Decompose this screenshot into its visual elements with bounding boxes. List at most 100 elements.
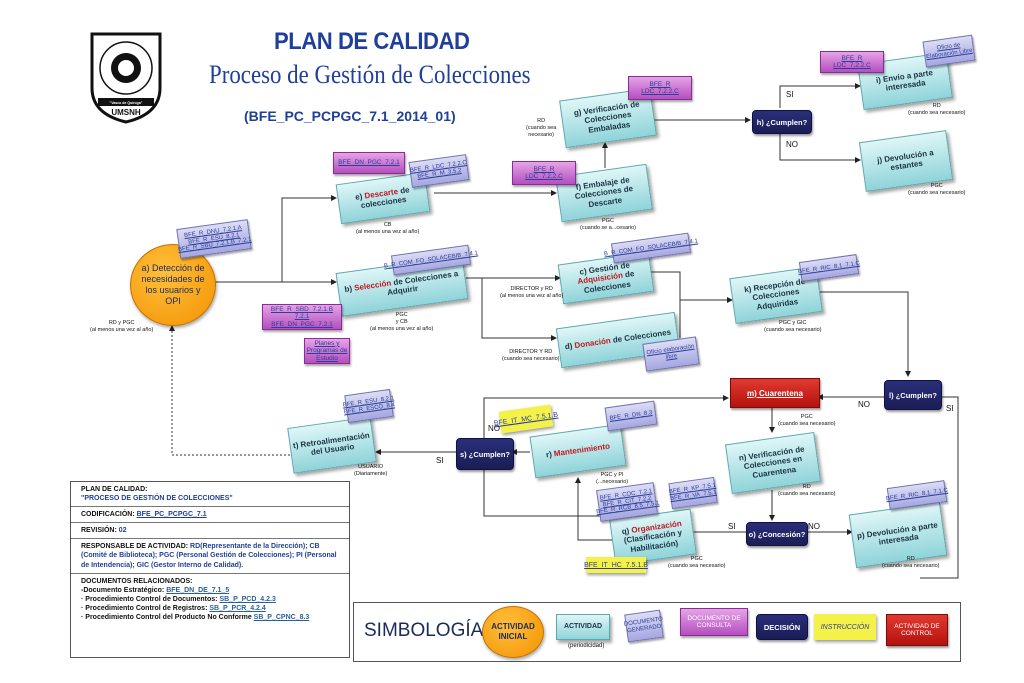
doc-e-line-1: BFE_DN_PGC_7.2.1 — [338, 159, 400, 167]
node-l-decision[interactable]: l) ¿Cumplen? — [884, 380, 942, 410]
label-l-si: SI — [946, 404, 954, 413]
note-r: PGC y PI(...necesario) — [596, 472, 628, 486]
info-rev-label: REVISIÓN: — [81, 527, 117, 535]
legend-decision: DECISIÓN — [756, 614, 808, 640]
doc-b-line-2: 7.2.1 — [294, 313, 310, 321]
doc-b-plans-label: Planes y Programas de Estudio — [306, 339, 348, 362]
note-q-line-2: (cuando sea necesario) — [668, 562, 726, 569]
info-doc1-text: -Documento Estratégico: — [81, 586, 167, 594]
label-o-no: NO — [808, 522, 820, 531]
info-docs-label: DOCUMENTOS RELACIONADOS: — [81, 577, 193, 585]
note-c-line-1: DIRECTOR y RD — [510, 286, 553, 292]
node-a-label: a) Detección de necesidades de los usuar… — [141, 263, 205, 306]
label-h-no: NO — [786, 140, 798, 149]
node-g-label: g) Verificación de Colecciones Embaladas — [573, 99, 641, 135]
note-q: PGC(cuando sea necesario) — [668, 556, 725, 570]
note-p: RD(cuando sea necesario) — [882, 556, 939, 570]
node-m-label: m) Cuarentena — [746, 388, 803, 398]
edge-h-i — [779, 83, 861, 108]
edge-h-j — [779, 134, 861, 163]
note-f: PGC(cuando se a...cesario) — [580, 218, 636, 232]
info-doc1-link[interactable]: BFE_DN_DE_7.1_5 — [166, 586, 230, 594]
node-s-decision[interactable]: s) ¿Cumplen? — [456, 438, 514, 470]
note-t-line-2: (Diariamente) — [354, 470, 388, 477]
note-a-line-1: RD y PGC — [108, 320, 135, 326]
node-h-label: h) ¿Cumplen? — [756, 117, 808, 127]
node-o-decision[interactable]: o) ¿Concesión? — [746, 522, 808, 546]
info-plan-label: PLAN DE CALIDAD: — [81, 486, 148, 493]
gen-d-line-1: Oficio elaboración libre — [646, 343, 695, 361]
note-b-line-3: (al menos una vez al año) — [370, 325, 434, 332]
info-cod-link[interactable]: BFE_PC_PCPGC_7.1 — [136, 511, 207, 519]
edge-l-si — [920, 396, 959, 579]
page-title: PLAN DE CALIDAD — [274, 28, 470, 55]
doc-e[interactable]: BFE_DN_PGC_7.2.1 — [333, 152, 405, 174]
info-doc4-text: · Procedimiento Control del Producto No … — [81, 614, 254, 622]
note-f-line-2: (cuando se a...cesario) — [580, 224, 636, 231]
legend-control-label: ACTIVIDAD DE CONTROL — [894, 623, 940, 637]
note-g-line-2: (cuando sea — [526, 124, 557, 131]
edge-q-r — [575, 477, 612, 541]
note-n: RD(cuando sea necesario) — [778, 484, 835, 498]
instruction-q[interactable]: BFE_IT_HC_7.5.1.B — [584, 557, 648, 573]
info-resp-value: RD(Representante de la Dirección); CB (C… — [81, 543, 337, 569]
legend-box — [353, 602, 961, 662]
info-rev-value: 02 — [118, 527, 127, 535]
note-f-line-1: PGC — [602, 218, 614, 224]
info-codification: CODIFICACIÓN: BFE_PC_PCPGC_7.1 — [71, 507, 349, 524]
node-l-label: l) ¿Cumplen? — [889, 390, 937, 400]
node-h-decision[interactable]: h) ¿Cumplen? — [752, 110, 812, 134]
note-i-line-2: (cuando sea necesario) — [908, 109, 966, 116]
gen-k-line-1: BFE_R_RIC_8.1_7.1.C — [797, 260, 861, 275]
edge-c-k — [650, 271, 733, 303]
doc-f-line-1: BFE_R — [533, 165, 555, 173]
plan-code: (BFE_PC_PCPGC_7.1_2014_01) — [244, 108, 456, 124]
note-c: DIRECTOR y RD(al menos una vez al año) — [500, 286, 563, 300]
legend-periodicity-line: (periodicidad) — [568, 643, 605, 649]
doc-b-plans[interactable]: Planes y Programas de Estudio — [304, 338, 350, 364]
node-k-label: k) Recepción de Colecciones Adquiridas — [743, 277, 806, 312]
note-c-line-2: (al menos una vez al año) — [500, 292, 564, 299]
legend-activity: ACTIVIDAD — [556, 614, 610, 640]
edge-s-q — [483, 466, 612, 517]
info-resp-label: RESPONSABLE DE ACTIVIDAD: — [81, 543, 189, 551]
node-m-control[interactable]: m) Cuarentena — [730, 378, 820, 408]
info-responsible: RESPONSABLE DE ACTIVIDAD: RD(Representan… — [71, 539, 349, 574]
note-g-line-1: RD — [537, 118, 546, 124]
note-m-line-2: (cuando sea necesario) — [778, 420, 836, 427]
note-e-line-2: (al menos una vez al año) — [356, 228, 420, 235]
umsnh-logo: "Vasco de Quiroga" UMSNH — [88, 28, 164, 124]
doc-f-line-2: LDC_7.2.2.C — [525, 173, 563, 180]
note-d-line-2: (cuando sea necesario) — [502, 355, 560, 362]
plan-info-box: PLAN DE CALIDAD: "PROCESO DE GESTIÓN DE … — [70, 481, 350, 658]
info-related-docs: DOCUMENTOS RELACIONADOS: -Documento Estr… — [71, 574, 349, 625]
note-i: RD(cuando sea necesario) — [908, 103, 965, 117]
label-h-si: SI — [786, 90, 794, 99]
instruction-q-label: BFE_IT_HC_7.5.1.B — [584, 561, 648, 569]
gen-i-line-1: Oficio de Elaboración Libre — [925, 42, 973, 61]
note-b-line-2: y CB — [395, 318, 408, 325]
info-doc4-link[interactable]: SB_P_CPNC_8.3 — [253, 614, 310, 622]
note-m-line-1: PGC — [800, 414, 813, 420]
legend-initial-activity: ACTIVIDAD INICIAL — [482, 606, 544, 658]
info-revision: REVISIÓN: 02 — [71, 523, 349, 540]
node-o-label: o) ¿Concesión? — [748, 529, 806, 539]
logo-acronym: UMSNH — [111, 108, 141, 117]
note-a: RD y PGC(al menos una vez al año) — [90, 320, 153, 334]
note-n-line-1: RD — [802, 484, 811, 490]
note-e: CB(al menos una vez al año) — [356, 222, 419, 236]
note-p-line-1: RD — [906, 556, 915, 562]
info-doc2-link[interactable]: SB_P_PCD_4.2.3 — [219, 595, 276, 603]
info-doc3-link[interactable]: SB_P_PCR_4.2.4 — [209, 604, 266, 612]
note-m: PGC(cuando sea necesario) — [778, 414, 835, 428]
note-r-line-2: (...necesario) — [596, 478, 629, 485]
node-p-label: p) Devolución a parte interesada — [856, 520, 939, 547]
note-j: PGC(cuando sea necesario) — [908, 183, 965, 197]
legend-instruction-label: INSTRUCCIÓN — [820, 623, 870, 631]
node-a-initial-activity[interactable]: a) Detección de necesidades de los usuar… — [130, 244, 216, 326]
